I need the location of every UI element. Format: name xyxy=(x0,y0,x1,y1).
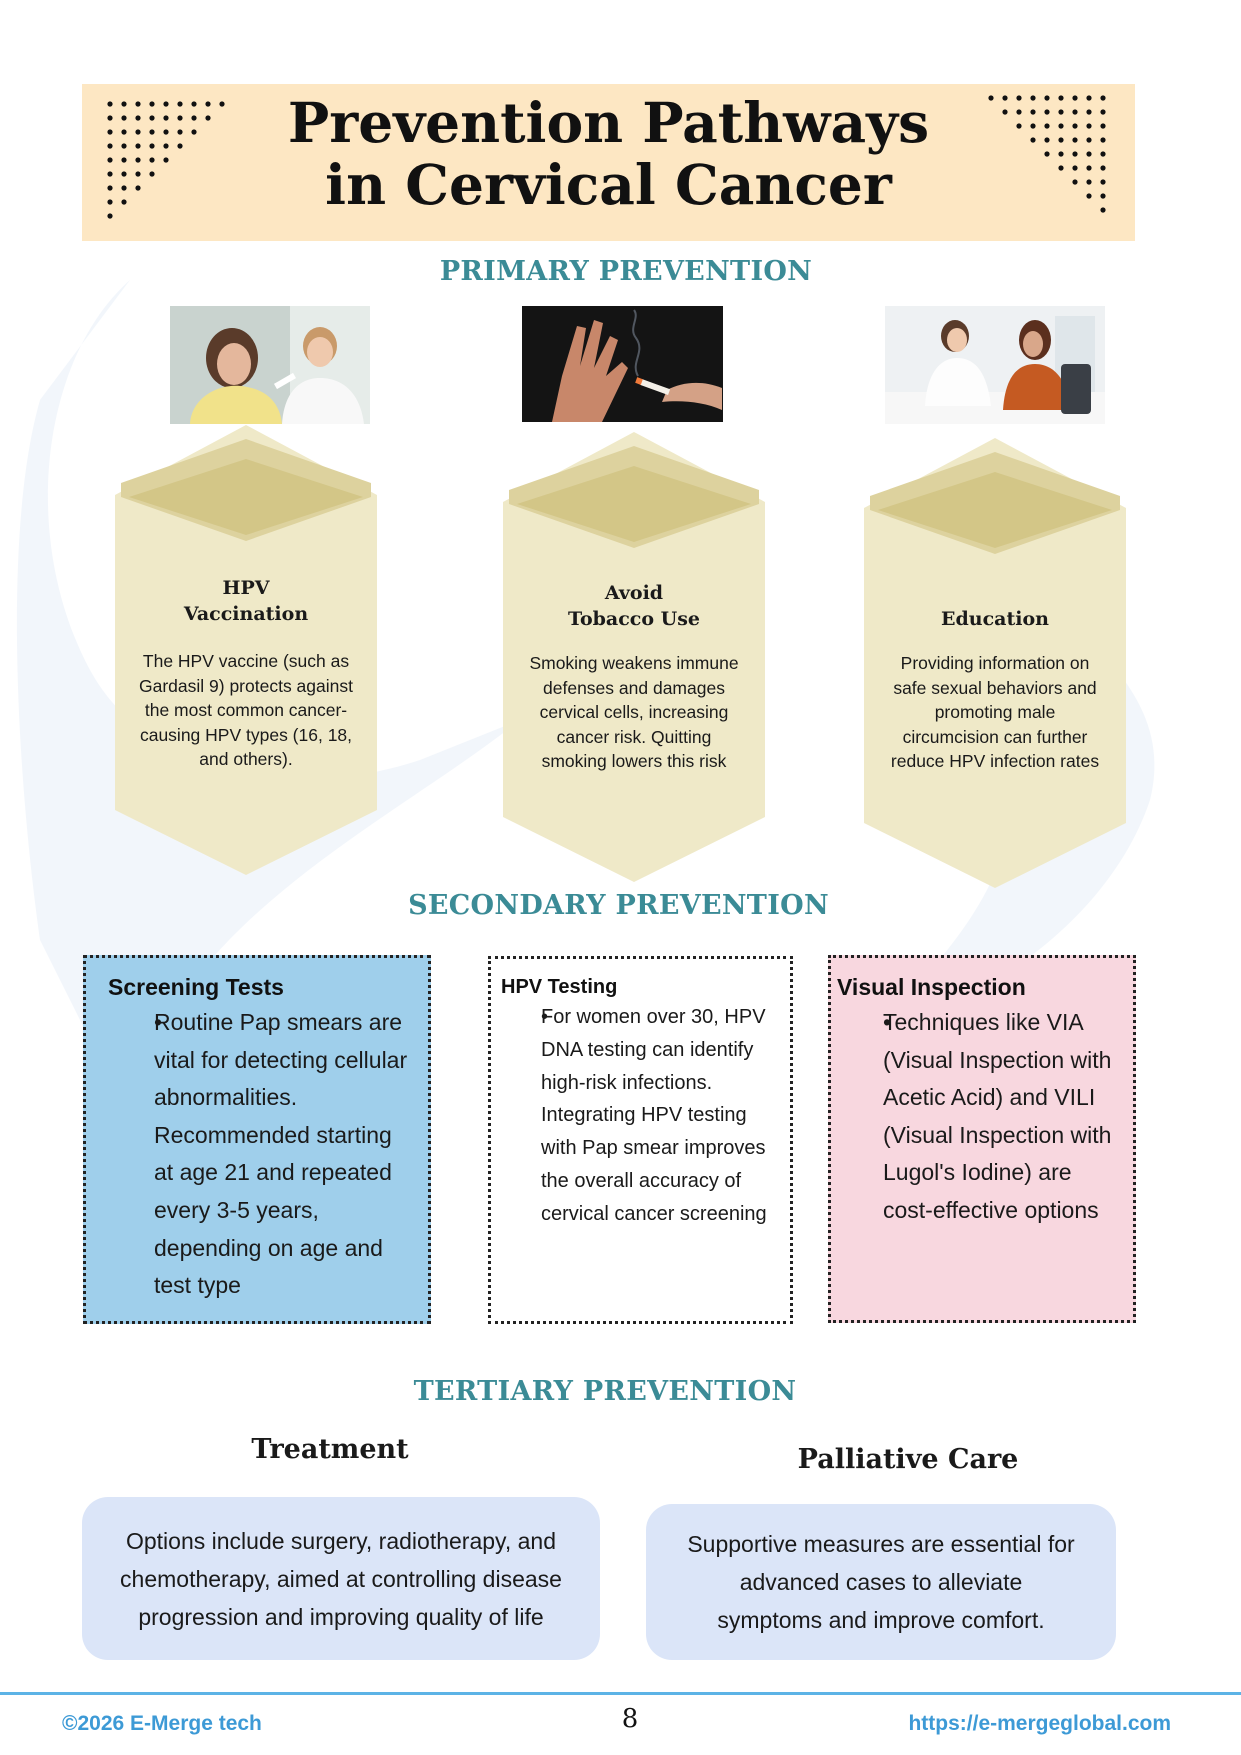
page-title-line-1: Prevention Pathways xyxy=(287,90,930,155)
card-title: Education xyxy=(941,608,1049,630)
bullet-item: Techniques like VIA (Visual Inspection w… xyxy=(837,1004,1121,1230)
card-title: HPV Vaccination xyxy=(183,577,309,625)
bullet-list: Techniques like VIA (Visual Inspection w… xyxy=(837,1004,1121,1230)
dot-pattern-right xyxy=(988,95,1106,213)
bullet-item: For women over 30, HPV DNA testing can i… xyxy=(501,1001,778,1231)
tertiary-prevention-heading: TERTIARY PREVENTION xyxy=(413,1376,797,1407)
page-title: Prevention Pathways in Cervical Cancer xyxy=(82,92,1135,216)
bullet-list: For women over 30, HPV DNA testing can i… xyxy=(501,1001,778,1231)
title-banner: Prevention Pathways in Cervical Cancer xyxy=(82,84,1135,241)
card-body: Smoking weakens immune defenses and dama… xyxy=(529,653,739,771)
treatment-text-box: Options include surgery, radiotherapy, a… xyxy=(82,1497,600,1660)
page-number: 8 xyxy=(621,1704,639,1734)
vaccination-photo xyxy=(170,306,370,424)
primary-prevention-heading: PRIMARY PREVENTION xyxy=(439,256,813,287)
box-title: Screening Tests xyxy=(108,974,284,1000)
hpv-testing-box: HPV Testing For women over 30, HPV DNA t… xyxy=(488,956,793,1324)
box-title: Visual Inspection xyxy=(837,974,1026,1000)
box-title: HPV Testing xyxy=(501,976,618,998)
treatment-heading: Treatment xyxy=(251,1434,409,1465)
footer-url-link[interactable]: https://e-mergeglobal.com xyxy=(908,1712,1171,1735)
hpv-vaccination-card: HPV Vaccination The HPV vaccine (such as… xyxy=(115,425,377,875)
palliative-care-heading: Palliative Care xyxy=(797,1444,1019,1475)
footer-divider xyxy=(0,1692,1241,1695)
palliative-care-text: Supportive measures are essential for ad… xyxy=(687,1531,1075,1633)
education-card: Education Providing information on safe … xyxy=(864,438,1126,888)
treatment-text: Options include surgery, radiotherapy, a… xyxy=(120,1527,562,1630)
bullet-list: Routine Pap smears are vital for detecti… xyxy=(108,1004,410,1305)
hex-shape xyxy=(115,425,377,875)
palliative-care-text-box: Supportive measures are essential for ad… xyxy=(646,1504,1116,1660)
hex-shape xyxy=(864,438,1126,888)
hex-shape xyxy=(503,432,765,882)
dot-pattern-left xyxy=(107,101,225,219)
card-title: Avoid Tobacco Use xyxy=(567,582,700,630)
card-body: The HPV vaccine (such as Gardasil 9) pro… xyxy=(139,651,353,769)
avoid-tobacco-card: Avoid Tobacco Use Smoking weakens immune… xyxy=(503,432,765,882)
page-title-line-2: in Cervical Cancer xyxy=(325,152,892,217)
consultation-photo xyxy=(885,306,1105,424)
no-smoking-photo xyxy=(522,306,723,422)
card-body: Providing information on safe sexual beh… xyxy=(890,653,1100,771)
bullet-item: Routine Pap smears are vital for detecti… xyxy=(108,1004,410,1305)
secondary-prevention-heading: SECONDARY PREVENTION xyxy=(408,890,829,921)
visual-inspection-box: Visual Inspection Techniques like VIA (V… xyxy=(828,955,1136,1323)
footer-copyright: ©2026 E-Merge tech xyxy=(62,1712,262,1735)
screening-tests-box: Screening Tests Routine Pap smears are v… xyxy=(83,955,431,1324)
